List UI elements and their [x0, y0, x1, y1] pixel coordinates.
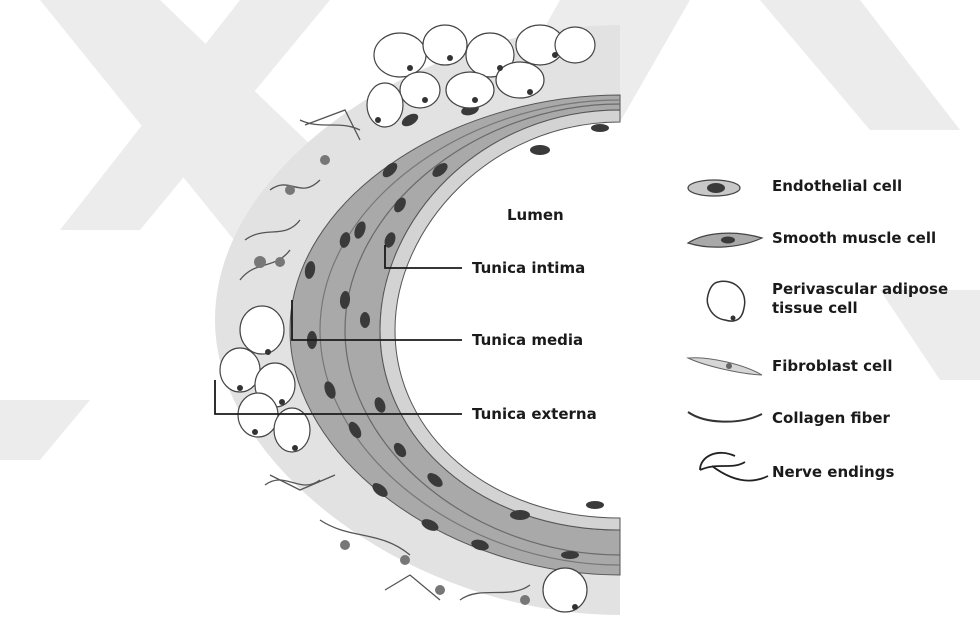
- legend-label-fibroblast: Fibroblast cell: [772, 357, 893, 376]
- nerve-endings-icon: [700, 453, 768, 481]
- legend-label-smooth-muscle: Smooth muscle cell: [772, 229, 936, 248]
- adipose-cell-icon: [707, 281, 744, 321]
- lumen-label: Lumen: [507, 206, 564, 224]
- tunica-externa-label: Tunica externa: [472, 405, 597, 423]
- legend-label-adipose: Perivascular adipose tissue cell: [772, 280, 948, 318]
- smooth-muscle-cell-icon: [688, 233, 762, 247]
- legend-label-nerve: Nerve endings: [772, 463, 894, 482]
- legend-label-endothelial: Endothelial cell: [772, 177, 902, 196]
- fibroblast-cell-icon: [688, 358, 762, 375]
- legend: [688, 180, 768, 481]
- endothelial-cell-icon: [688, 180, 740, 196]
- collagen-fiber-icon: [688, 412, 762, 422]
- tunica-intima-label: Tunica intima: [472, 259, 585, 277]
- tunica-media-label: Tunica media: [472, 331, 583, 349]
- legend-label-collagen: Collagen fiber: [772, 409, 890, 428]
